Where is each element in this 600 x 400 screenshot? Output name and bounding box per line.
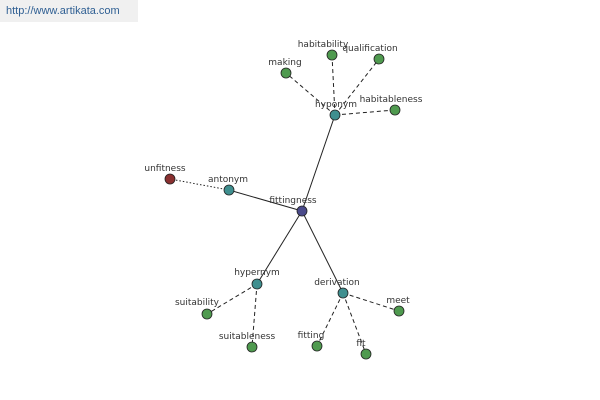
- node-hypernym[interactable]: [251, 278, 263, 290]
- label-fitting: fitting: [298, 331, 325, 341]
- label-antonym: antonym: [208, 175, 248, 185]
- edge-hyponym-habitableness: [334, 109, 396, 116]
- label-unfitness: unfitness: [144, 164, 186, 174]
- label-qualification: qualification: [342, 44, 397, 54]
- label-center: fittingness: [269, 196, 317, 206]
- node-hyponym[interactable]: [329, 109, 341, 121]
- edge-hyponym-making: [285, 72, 336, 116]
- node-fit[interactable]: [360, 348, 372, 360]
- label-habitableness: habitableness: [360, 95, 423, 105]
- label-meet: meet: [386, 296, 410, 306]
- label-hyponym: hyponym: [315, 100, 357, 110]
- nodes: fittingness hyponym antonym hypernym der…: [144, 40, 423, 360]
- node-center[interactable]: [296, 205, 308, 217]
- edge-derivation-meet: [342, 292, 400, 312]
- edge-antonym-unfitness: [169, 178, 230, 191]
- edge-hyponym-habitability: [331, 54, 336, 116]
- node-suitability[interactable]: [201, 308, 213, 320]
- node-qualification[interactable]: [373, 53, 385, 65]
- edge-derivation-fit: [342, 292, 367, 355]
- label-derivation: derivation: [314, 278, 360, 288]
- node-making[interactable]: [280, 67, 292, 79]
- edge-derivation-fitting: [316, 292, 344, 347]
- url-bar: http://www.artikata.com: [0, 0, 138, 22]
- edge-center-derivation: [301, 210, 344, 294]
- label-habitability: habitability: [298, 40, 349, 50]
- label-suitableness: suitableness: [219, 332, 276, 342]
- edge-center-hyponym: [301, 114, 336, 212]
- node-derivation[interactable]: [337, 287, 349, 299]
- edge-hyponym-qualification: [334, 58, 380, 116]
- edge-center-antonym: [228, 189, 303, 212]
- node-habitability[interactable]: [326, 49, 338, 61]
- node-unfitness[interactable]: [164, 173, 176, 185]
- edges: [169, 54, 400, 355]
- node-meet[interactable]: [393, 305, 405, 317]
- edge-center-hypernym: [256, 210, 303, 285]
- edge-hypernym-suitability: [206, 283, 258, 315]
- label-fit: fit: [356, 339, 366, 349]
- edge-hypernym-suitableness: [251, 283, 258, 348]
- node-fitting[interactable]: [311, 340, 323, 352]
- label-making: making: [268, 58, 301, 68]
- site-url[interactable]: http://www.artikata.com: [6, 5, 120, 17]
- node-suitableness[interactable]: [246, 341, 258, 353]
- label-suitability: suitability: [175, 298, 220, 308]
- node-antonym[interactable]: [223, 184, 235, 196]
- node-habitableness[interactable]: [389, 104, 401, 116]
- label-hypernym: hypernym: [234, 268, 280, 278]
